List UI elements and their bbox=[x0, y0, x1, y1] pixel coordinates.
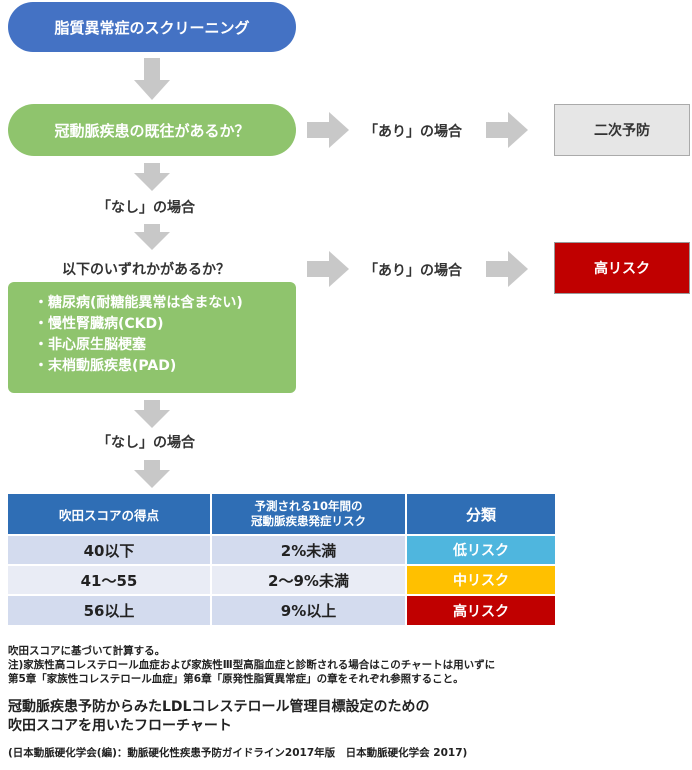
arrow-right-1b bbox=[486, 112, 528, 148]
row-category: 中リスク bbox=[406, 565, 555, 595]
note-line: 注)家族性高コレステロール血症および家族性Ⅲ型高脂血症と診断される場合はこのチャ… bbox=[8, 659, 496, 671]
note-line: 第5章「家族性コレステロール血症」第6章「原発性脂質異常症」の章をそれぞれ参照す… bbox=[8, 673, 464, 685]
arrow-down-5 bbox=[134, 460, 170, 488]
row-risk: 2%未満 bbox=[211, 535, 407, 565]
caption-source: (日本動脈硬化学会(編)：動脈硬化性疾患予防ガイドライン2017年版 日本動脈硬… bbox=[8, 747, 468, 759]
row-score: 56以上 bbox=[8, 595, 212, 625]
row-score: 41〜55 bbox=[8, 565, 212, 595]
row-category: 低リスク bbox=[406, 535, 555, 565]
q1-no-label: 「なし」の場合 bbox=[97, 200, 195, 216]
q2-no-label: 「なし」の場合 bbox=[97, 435, 195, 451]
condition-item: ・慢性腎臓病(CKD) bbox=[34, 316, 164, 332]
arrow-down-3 bbox=[134, 224, 170, 250]
table-row: 56以上 9%以上 高リスク bbox=[8, 595, 555, 625]
question-1-text: 冠動脈疾患の既往があるか？ bbox=[54, 121, 250, 140]
table-row: 40以下 2%未満 低リスク bbox=[8, 535, 555, 565]
header-category: 分類 bbox=[465, 505, 496, 524]
row-risk: 2〜9%未満 bbox=[211, 565, 407, 595]
q2-yes-label: 「あり」の場合 bbox=[364, 263, 462, 279]
figure-caption: 冠動脈疾患予防からみたLDLコレステロール管理目標設定のための 吹田スコアを用い… bbox=[8, 698, 429, 736]
row-score: 40以下 bbox=[8, 535, 212, 565]
high-risk-box: 高リスク bbox=[554, 242, 690, 294]
question-2-text: 以下のいずれかがあるか？ bbox=[62, 262, 230, 278]
condition-item: ・末梢動脈疾患(PAD) bbox=[34, 358, 177, 374]
arrow-down-1 bbox=[134, 58, 170, 100]
start-title: 脂質異常症のスクリーニング bbox=[54, 18, 250, 37]
arrow-down-2 bbox=[134, 163, 170, 191]
notes-block: 吹田スコアに基づいて計算する。 注)家族性高コレステロール血症および家族性Ⅲ型高… bbox=[8, 644, 688, 686]
condition-item: ・糖尿病(耐糖能異常は含まない) bbox=[34, 295, 243, 311]
header-score: 吹田スコアの得点 bbox=[8, 494, 212, 535]
arrow-down-4 bbox=[134, 400, 170, 428]
condition-item: ・非心原生脳梗塞 bbox=[34, 337, 146, 353]
arrow-right-2a bbox=[307, 251, 349, 287]
secondary-prevention-box: 二次予防 bbox=[554, 104, 690, 156]
caption-line-1: 冠動脈疾患予防からみたLDLコレステロール管理目標設定のための bbox=[8, 699, 430, 715]
question-1-node: 冠動脈疾患の既往があるか？ bbox=[8, 104, 296, 156]
note-line: 吹田スコアに基づいて計算する。 bbox=[8, 645, 166, 657]
secondary-prevention-label: 二次予防 bbox=[594, 123, 650, 139]
caption-line-2: 吹田スコアを用いたフローチャート bbox=[8, 718, 232, 734]
table-header-row: 吹田スコアの得点 予測される10年間の 冠動脈疾患発症リスク 分類 bbox=[8, 494, 555, 535]
row-risk: 9%以上 bbox=[211, 595, 407, 625]
arrow-right-2b bbox=[486, 251, 528, 287]
question-2-conditions-box: ・糖尿病(耐糖能異常は含まない) ・慢性腎臓病(CKD) ・非心原生脳梗塞 ・末… bbox=[8, 282, 296, 393]
suita-score-table: 吹田スコアの得点 予測される10年間の 冠動脈疾患発症リスク 分類 40以下 2… bbox=[8, 494, 555, 625]
high-risk-label: 高リスク bbox=[594, 261, 650, 277]
row-category: 高リスク bbox=[406, 595, 555, 625]
table-row: 41〜55 2〜9%未満 中リスク bbox=[8, 565, 555, 595]
header-risk: 予測される10年間の 冠動脈疾患発症リスク bbox=[211, 494, 407, 535]
start-node: 脂質異常症のスクリーニング bbox=[8, 2, 296, 52]
arrow-right-1a bbox=[307, 112, 349, 148]
q1-yes-label: 「あり」の場合 bbox=[364, 124, 462, 140]
